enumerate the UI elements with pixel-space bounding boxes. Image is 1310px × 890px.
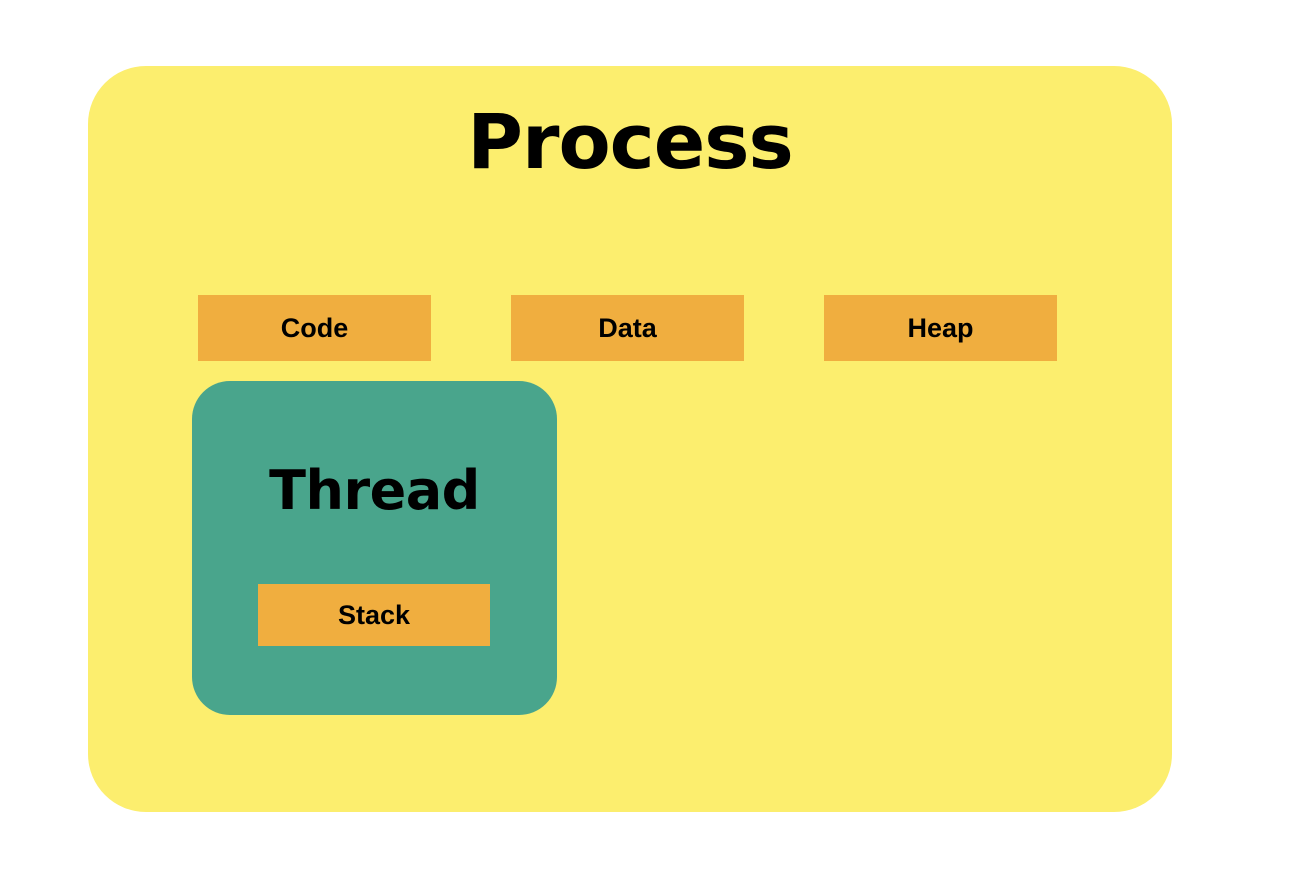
segment-box-heap: Heap (824, 295, 1057, 361)
segment-box-code: Code (198, 295, 431, 361)
segment-label-data: Data (598, 312, 657, 343)
segment-label-heap: Heap (907, 312, 974, 343)
segment-label-code: Code (280, 312, 349, 343)
thread-title: Thread (269, 459, 480, 522)
stack-box: Stack (258, 584, 490, 646)
thread-box: Thread Stack (192, 381, 557, 715)
stack-label: Stack (337, 599, 411, 630)
process-title: Process (467, 97, 793, 186)
segment-box-data: Data (511, 295, 744, 361)
process-box: Process Code Data Heap Thread Stack (88, 66, 1172, 812)
